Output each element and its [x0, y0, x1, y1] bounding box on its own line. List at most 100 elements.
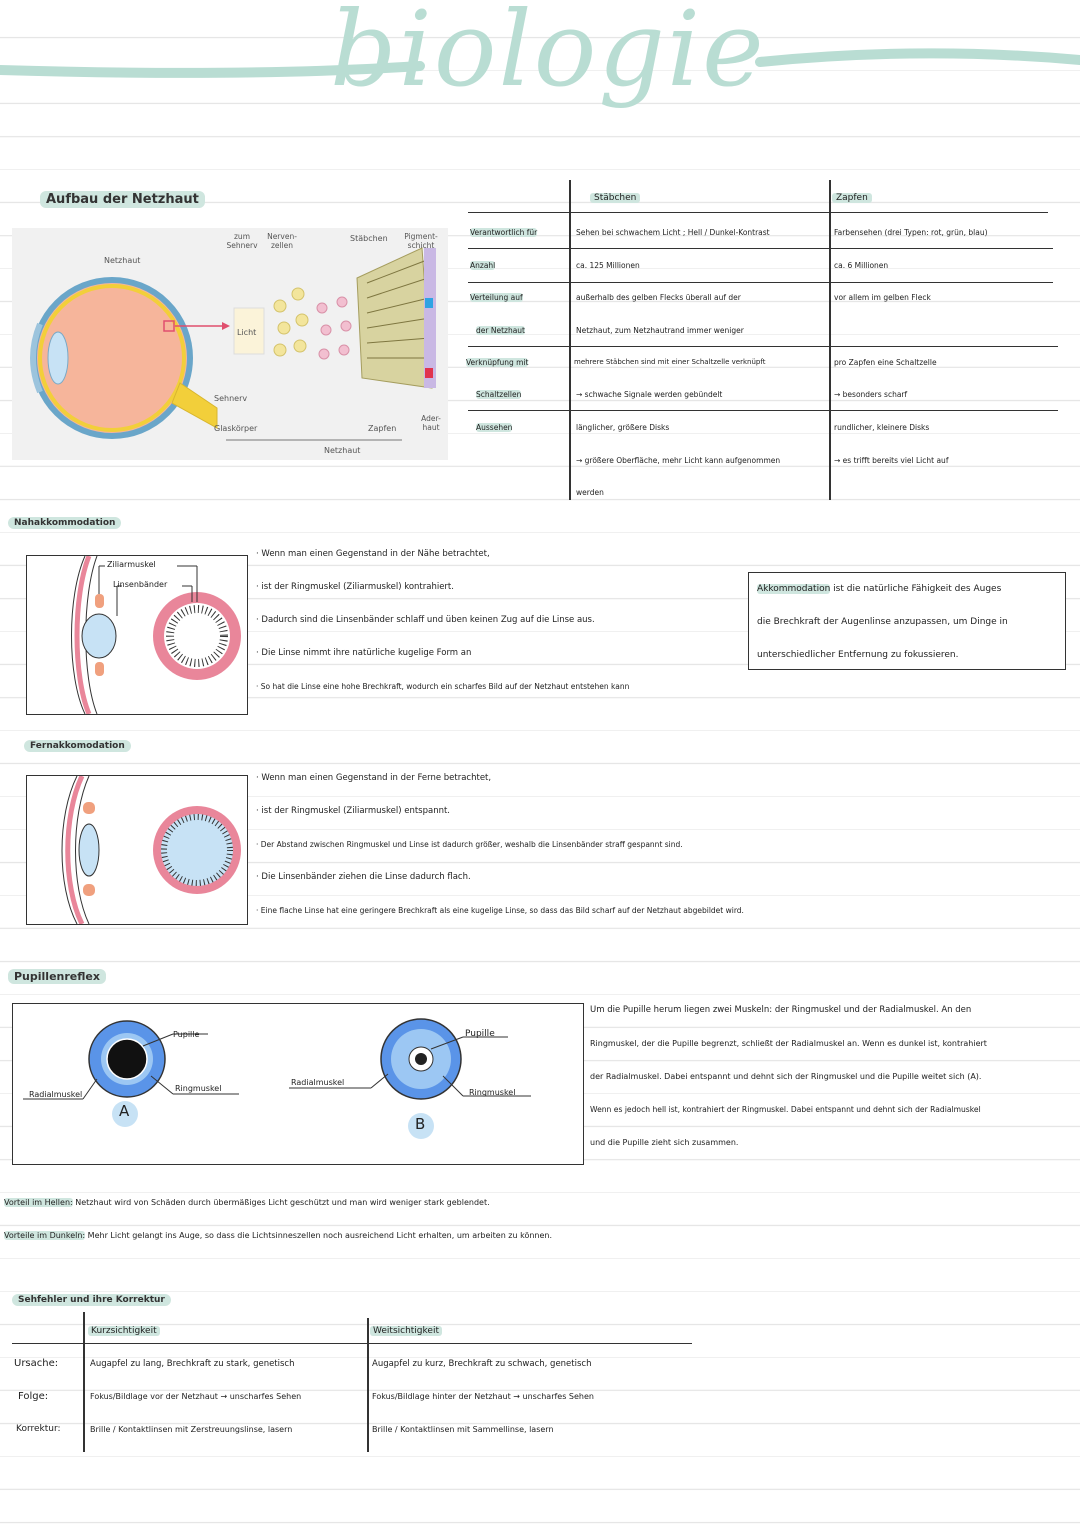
label-zum-sehnerv: zum Sehnerv — [226, 232, 258, 250]
sehfehler-cell-kurz: Brille / Kontaktlinsen mit Zerstreuungsl… — [90, 1425, 293, 1434]
fern-line-2: ist der Ringmuskel (Ziliarmuskel) entspa… — [261, 806, 451, 816]
sehfehler-divider-right — [367, 1318, 369, 1452]
label-pupille-b: Pupille — [465, 1029, 495, 1039]
table-row-label: Schaltzellen — [476, 390, 522, 399]
label-licht: Licht — [237, 328, 257, 337]
nah-figure: Ziliarmuskel Linsenbänder — [26, 555, 248, 715]
table-row-label: Verantwortlich für — [470, 228, 538, 237]
fern-diagram — [61, 774, 241, 926]
nah-diagram — [71, 555, 241, 715]
sehfehler-row-label: Ursache: — [14, 1358, 59, 1369]
sehfehler-header-weit: Weitsichtigkeit — [370, 1326, 442, 1336]
label-ringmuskel-b: Ringmuskel — [469, 1088, 516, 1097]
fern-line-5: Eine flache Linse hat eine geringere Bre… — [260, 906, 744, 915]
fern-line-4: Die Linsenbänder ziehen die Linse dadurc… — [261, 872, 471, 882]
sehfehler-cell-kurz: Fokus/Bildlage vor der Netzhaut → unscha… — [90, 1392, 302, 1401]
pupille-title: Pupillenreflex — [8, 969, 106, 984]
table-cell-staebchen: → schwache Signale werden gebündelt — [576, 390, 723, 399]
nah-line-4: Die Linse nimmt ihre natürliche kugelige… — [261, 648, 472, 658]
akkommodation-text-3: unterschiedlicher Entfernung zu fokussie… — [757, 650, 959, 660]
akkommodation-text-1: ist die natürliche Fähigkeit des Auges — [833, 584, 1002, 594]
vorteil-dunkel-row: Vorteile im Dunkeln: Mehr Licht gelangt … — [4, 1231, 552, 1240]
fern-title: Fernakkomodation — [24, 740, 131, 752]
table-cell-zapfen: Farbensehen (drei Typen: rot, grün, blau… — [834, 228, 988, 237]
vorteil-dunkel-label: Vorteile im Dunkeln: — [4, 1231, 86, 1240]
header-brush-stroke — [0, 48, 1080, 78]
pupille-text-line-4: Wenn es jedoch hell ist, kontrahiert der… — [590, 1105, 981, 1114]
nah-line-2: ist der Ringmuskel (Ziliarmuskel) kontra… — [261, 582, 454, 592]
table-line-2 — [468, 282, 1053, 284]
vorteil-dunkel-text: Mehr Licht gelangt ins Auge, so dass die… — [87, 1231, 553, 1240]
table-cell-staebchen: werden — [576, 488, 604, 497]
table-line-3 — [468, 346, 1058, 348]
sehfehler-cell-weit: Augapfel zu kurz, Brechkraft zu schwach,… — [372, 1359, 592, 1369]
pupille-figure: Pupille Ringmuskel Radialmuskel A Pupill… — [12, 1003, 584, 1165]
table-cell-zapfen: ca. 6 Millionen — [834, 261, 889, 270]
table-row-label: der Netzhaut — [476, 326, 525, 335]
nah-line-3: Dadurch sind die Linsenbänder schlaff un… — [261, 615, 595, 625]
table-line-1 — [468, 248, 1053, 250]
label-radialmuskel-b: Radialmuskel — [291, 1078, 345, 1087]
akkommodation-term: Akkommodation — [757, 584, 831, 594]
fern-line-3: Der Abstand zwischen Ringmuskel und Lins… — [260, 840, 683, 849]
table-cell-zapfen: vor allem im gelben Fleck — [834, 293, 931, 302]
table-row-label: Verknüpfung mit — [466, 358, 529, 367]
table-header-zapfen: Zapfen — [832, 193, 872, 203]
sehfehler-title: Sehfehler und ihre Korrektur — [12, 1294, 171, 1306]
nah-line-5: So hat die Linse eine hohe Brechkraft, w… — [260, 682, 630, 691]
table-divider-left — [569, 180, 571, 500]
vorteil-hell-label: Vorteil im Hellen: — [4, 1198, 73, 1207]
table-cell-staebchen: länglicher, größere Disks — [576, 423, 670, 432]
label-pigmentschicht: Pigment- schicht — [404, 232, 438, 250]
nah-line-1: Wenn man einen Gegenstand in der Nähe be… — [261, 549, 490, 559]
fern-text: · Wenn man einen Gegenstand in der Ferne… — [256, 773, 744, 915]
fern-figure — [26, 774, 248, 926]
label-ringmuskel-a: Ringmuskel — [175, 1084, 222, 1093]
vorteil-hell-row: Vorteil im Hellen: Netzhaut wird von Sch… — [4, 1198, 490, 1207]
label-marker-b: B — [415, 1115, 426, 1133]
nah-text: · Wenn man einen Gegenstand in der Nähe … — [256, 549, 630, 691]
header-banner — [0, 0, 1080, 150]
label-pupille-a: Pupille — [173, 1030, 200, 1039]
sehfehler-row-label: Korrektur: — [16, 1424, 61, 1434]
label-marker-a: A — [119, 1102, 130, 1120]
label-nervenzellen: Nerven- zellen — [267, 232, 297, 250]
retina-figure: Netzhaut zum Sehnerv Nerven- zellen Stäb… — [12, 228, 448, 460]
label-netzhaut-bottom: Netzhaut — [324, 446, 361, 455]
netzhaut-title: Aufbau der Netzhaut — [40, 191, 205, 208]
akkommodation-text-2: die Brechkraft der Augenlinse anzupassen… — [757, 617, 1008, 627]
table-row-label: Verteilung auf — [470, 293, 523, 302]
sehfehler-header-line — [12, 1343, 692, 1345]
sehfehler-divider-left — [83, 1312, 85, 1452]
table-cell-zapfen: rundlicher, kleinere Disks — [834, 423, 930, 432]
table-divider-right — [829, 180, 831, 500]
table-header-staebchen: Stäbchen — [590, 193, 641, 203]
label-staebchen: Stäbchen — [350, 234, 388, 243]
label-radialmuskel-a: Radialmuskel — [29, 1090, 83, 1099]
table-cell-zapfen: → es trifft bereits viel Licht auf — [834, 456, 949, 465]
label-sehnerv: Sehnerv — [214, 394, 248, 403]
label-aderhaut: Ader- haut — [421, 414, 441, 432]
label-netzhaut-left: Netzhaut — [104, 256, 141, 265]
pupille-text-line-5: und die Pupille zieht sich zusammen. — [590, 1138, 739, 1147]
table-line-4 — [468, 410, 1058, 412]
pupille-text-line-2: Ringmuskel, der die Pupille begrenzt, sc… — [590, 1039, 987, 1048]
sehfehler-header-kurz: Kurzsichtigkeit — [88, 1326, 160, 1336]
page-title: biologie — [330, 0, 766, 110]
pupille-text: Um die Pupille herum liegen zwei Muskeln… — [590, 994, 987, 1159]
pupille-diagram — [23, 1018, 531, 1139]
nah-title: Nahakkommodation — [8, 517, 122, 529]
sehfehler-row-label: Folge: — [18, 1391, 49, 1402]
sehfehler-cell-weit: Fokus/Bildlage hinter der Netzhaut → uns… — [372, 1392, 594, 1401]
pupille-text-line-3: der Radialmuskel. Dabei entspannt und de… — [590, 1072, 982, 1081]
table-cell-staebchen: Sehen bei schwachem Licht ; Hell / Dunke… — [576, 228, 770, 237]
retina-diagram — [30, 247, 436, 441]
table-cell-zapfen: pro Zapfen eine Schaltzelle — [834, 358, 937, 367]
label-ziliarmuskel: Ziliarmuskel — [107, 560, 156, 569]
pupille-text-line-1: Um die Pupille herum liegen zwei Muskeln… — [590, 1005, 972, 1015]
label-zapfen: Zapfen — [368, 424, 397, 433]
table-cell-staebchen: mehrere Stäbchen sind mit einer Schaltze… — [574, 358, 766, 366]
table-header-line — [468, 212, 1048, 214]
label-glaskoerper: Glaskörper — [214, 424, 258, 433]
vorteil-hell-text: Netzhaut wird von Schäden durch übermäßi… — [75, 1198, 490, 1207]
